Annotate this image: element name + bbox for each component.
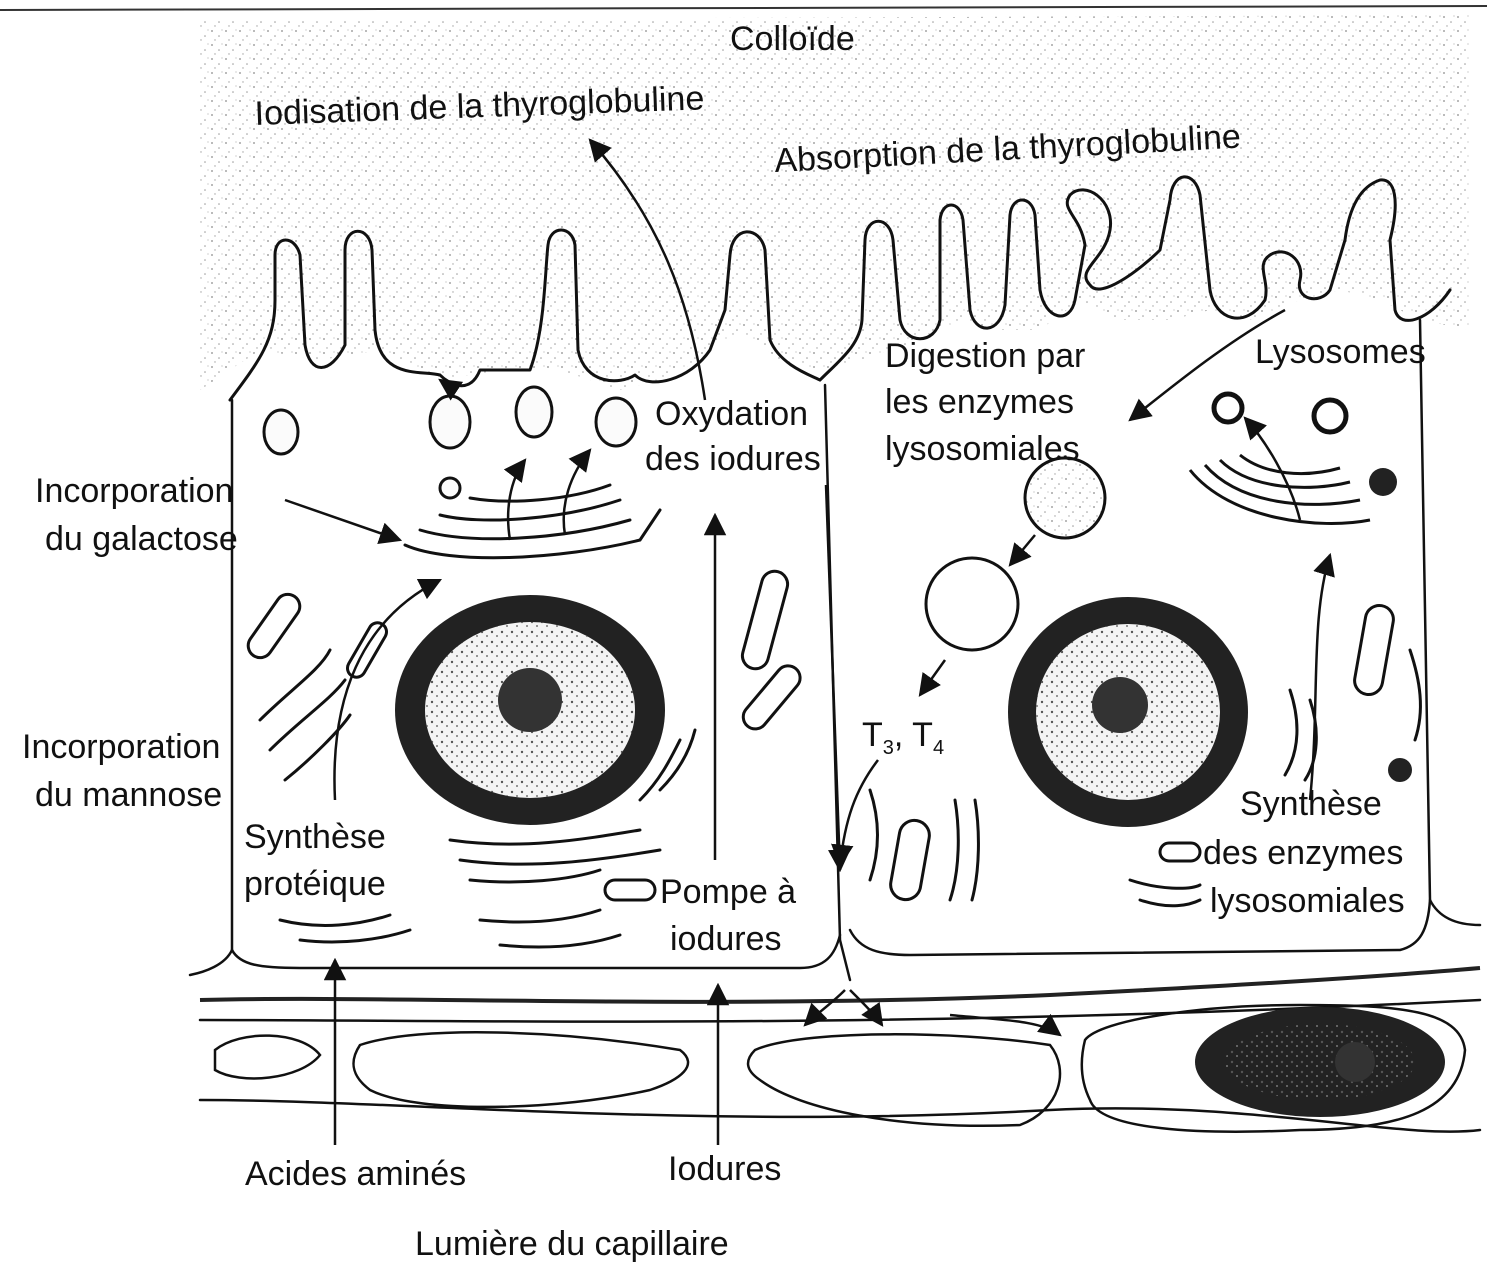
label-capillary-lumen: Lumière du capillaire xyxy=(415,1225,729,1263)
arrow-enzymes-golgi xyxy=(1310,555,1330,800)
arrow-oxidation-down xyxy=(826,485,840,870)
golgi-right xyxy=(1190,455,1370,523)
label-oxidation-1: Oxydation xyxy=(655,395,808,433)
label-mannose-1: Incorporation xyxy=(22,728,220,766)
vesicle-1 xyxy=(264,410,298,454)
nucleolus-right xyxy=(1092,677,1148,733)
arrow-droplet-phago xyxy=(1010,535,1035,565)
label-mannose-2: du mannose xyxy=(35,776,222,814)
colloid-droplet xyxy=(1025,458,1105,538)
nucleolus-left xyxy=(498,668,562,732)
label-t3: T xyxy=(862,716,883,754)
label-t3-sub: 3 xyxy=(883,737,894,759)
label-digestion-2: les enzymes xyxy=(885,383,1074,421)
vesicle-2 xyxy=(430,396,470,448)
label-amino-acids: Acides aminés xyxy=(245,1155,466,1193)
arrow-t3t4-down xyxy=(840,760,878,865)
vesicle-4 xyxy=(596,398,636,446)
label-oxidation-2: des iodures xyxy=(645,440,821,478)
label-galactose-1: Incorporation xyxy=(35,472,233,510)
arrow-phago-t3t4 xyxy=(920,660,945,695)
label-t4: , T xyxy=(894,716,933,754)
lysosome-1 xyxy=(1214,394,1242,422)
label-enzyme-synthesis-2: des enzymes xyxy=(1203,834,1403,872)
label-t4-sub: 4 xyxy=(933,737,944,759)
endothelial-nucleolus xyxy=(1335,1042,1375,1082)
label-lysosomes: Lysosomes xyxy=(1255,333,1426,371)
label-iodide-pump-1: Pompe à xyxy=(660,873,796,911)
arrow-galactose xyxy=(285,500,400,540)
cell-border-middle xyxy=(825,385,850,980)
label-digestion-3: lysosomiales xyxy=(885,430,1080,468)
lysosome-2 xyxy=(1314,400,1346,432)
lysosome-4 xyxy=(1388,758,1412,782)
label-enzyme-synthesis-3: lysosomiales xyxy=(1210,882,1405,920)
label-iodide-pump-2: iodures xyxy=(670,920,782,958)
endothelial-cell-1 xyxy=(215,1036,320,1079)
label-enzyme-synthesis-1: Synthèse xyxy=(1240,785,1382,823)
vesicle-5 xyxy=(440,478,460,498)
label-t3-t4: T3, T4 xyxy=(862,716,944,759)
top-edge xyxy=(0,6,1487,10)
lysosome-3 xyxy=(1369,468,1397,496)
endothelial-cell-2 xyxy=(353,1032,688,1107)
label-protein-synthesis-1: Synthèse xyxy=(244,818,386,856)
basement-membrane xyxy=(200,968,1480,1002)
cell-border-right xyxy=(1420,320,1480,925)
phagolysosome xyxy=(926,558,1018,650)
vesicle-3 xyxy=(516,387,552,437)
label-galactose-2: du galactose xyxy=(45,520,238,558)
label-iodides: Iodures xyxy=(668,1150,781,1188)
label-protein-synthesis-2: protéique xyxy=(244,865,386,903)
label-digestion-1: Digestion par xyxy=(885,337,1085,375)
endothelial-nucleus-inner xyxy=(1225,1024,1415,1100)
label-colloid: Colloïde xyxy=(730,20,855,58)
